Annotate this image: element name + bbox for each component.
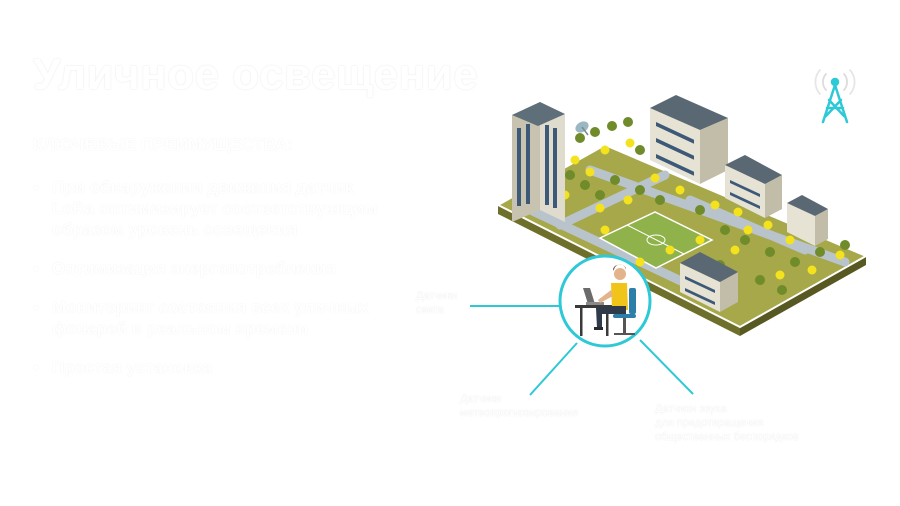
weather-sensors-label: Датчики метеопрогнозирования — [460, 393, 579, 419]
tower-building — [512, 102, 565, 222]
sound-sensors-label: Датчики звука для предотвращения обществ… — [655, 403, 799, 443]
benefit-item: При обнаружении движения датчик LoRa опт… — [33, 177, 383, 240]
building-4 — [680, 252, 738, 312]
slide-subtitle: КЛЮЧЕВЫЕ ПРЕИМУЩЕСТВА: — [33, 135, 293, 154]
light-sensors-label: Датчики света — [416, 290, 458, 316]
benefits-list: При обнаружении движения датчик LoRa опт… — [33, 177, 383, 396]
building-2 — [725, 155, 782, 218]
callout-lines — [470, 305, 694, 396]
football-field — [598, 211, 714, 269]
radio-tower-icon — [814, 69, 856, 124]
satellite-dish-icon — [575, 121, 589, 136]
benefit-item: Оптимизация энергопотребления — [33, 258, 383, 279]
building-3 — [787, 195, 828, 246]
building-1 — [650, 95, 728, 184]
trees — [540, 117, 850, 295]
benefit-item: Простая установка — [33, 357, 383, 378]
benefit-item: Мониторинг состояния всех уличных фонаре… — [33, 297, 383, 339]
slide-title: Уличное освещение — [33, 50, 479, 99]
operator-at-desk-icon — [558, 254, 652, 348]
